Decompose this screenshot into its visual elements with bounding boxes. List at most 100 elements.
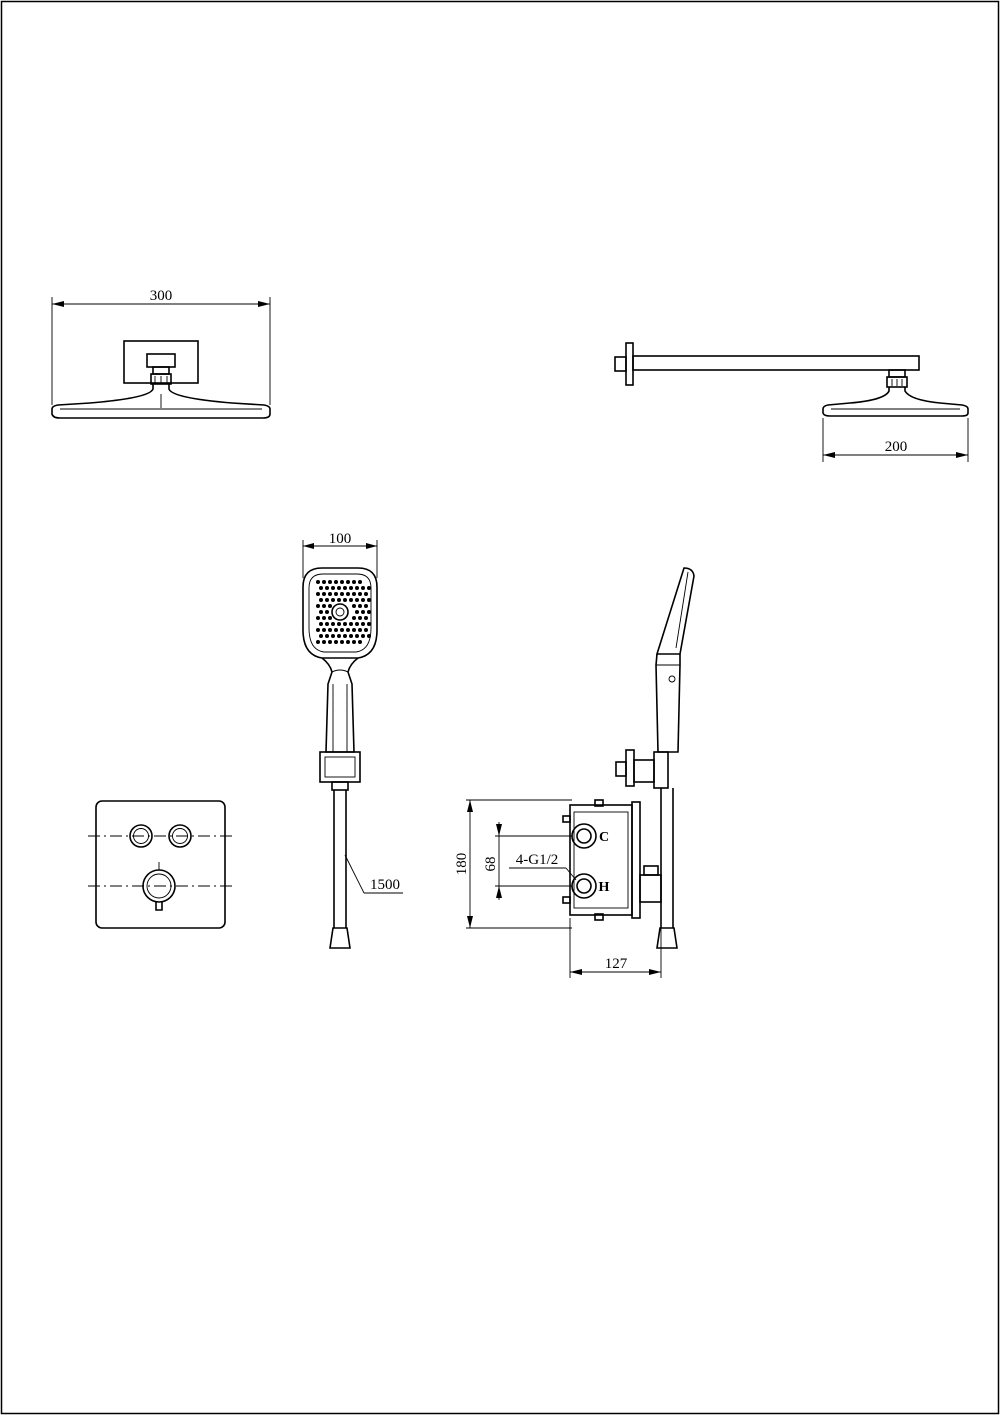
dim-arm-depth: 200 bbox=[885, 439, 908, 455]
spray-nozzle bbox=[337, 598, 341, 602]
spray-nozzle bbox=[340, 628, 344, 632]
spray-nozzle bbox=[358, 616, 362, 620]
spray-nozzle bbox=[346, 628, 350, 632]
spray-nozzle bbox=[358, 640, 362, 644]
spray-nozzle bbox=[328, 592, 332, 596]
spray-nozzle bbox=[328, 580, 332, 584]
spray-nozzle bbox=[334, 628, 338, 632]
spray-nozzle bbox=[352, 580, 356, 584]
spray-nozzle bbox=[361, 634, 365, 638]
dim-overhead-width: 300 bbox=[150, 288, 173, 304]
spray-nozzle bbox=[361, 586, 365, 590]
spray-nozzle bbox=[358, 604, 362, 608]
spray-nozzle bbox=[367, 598, 371, 602]
spray-nozzle bbox=[316, 604, 320, 608]
push-button-right bbox=[168, 824, 192, 848]
spray-nozzle bbox=[343, 586, 347, 590]
spray-nozzle bbox=[355, 622, 359, 626]
spray-nozzle bbox=[331, 598, 335, 602]
spray-nozzle bbox=[328, 628, 332, 632]
spray-nozzle bbox=[319, 598, 323, 602]
spray-nozzle bbox=[367, 610, 371, 614]
spray-nozzle bbox=[325, 598, 329, 602]
spray-nozzle bbox=[334, 592, 338, 596]
spray-nozzle bbox=[355, 634, 359, 638]
spray-nozzle bbox=[319, 622, 323, 626]
spray-nozzle bbox=[334, 640, 338, 644]
spray-nozzle bbox=[346, 592, 350, 596]
spray-nozzle bbox=[349, 598, 353, 602]
spray-nozzle bbox=[367, 586, 371, 590]
spray-nozzle bbox=[337, 634, 341, 638]
spray-nozzle bbox=[349, 586, 353, 590]
spray-nozzle bbox=[361, 598, 365, 602]
spray-nozzle bbox=[325, 634, 329, 638]
spray-nozzle bbox=[352, 616, 356, 620]
spray-nozzle bbox=[331, 622, 335, 626]
spray-nozzle bbox=[355, 610, 359, 614]
hot-inlet-mark: H bbox=[599, 880, 610, 895]
spray-nozzle bbox=[328, 640, 332, 644]
spray-nozzle bbox=[346, 640, 350, 644]
spray-nozzle bbox=[343, 598, 347, 602]
spray-nozzle bbox=[322, 628, 326, 632]
spray-nozzle bbox=[340, 580, 344, 584]
spray-nozzle bbox=[364, 628, 368, 632]
dim-hand-shower-width: 100 bbox=[329, 531, 352, 547]
spray-nozzles bbox=[316, 580, 371, 644]
spray-nozzle bbox=[322, 592, 326, 596]
spray-nozzle bbox=[325, 610, 329, 614]
overhead-shower-side-view: 200 bbox=[614, 342, 969, 462]
spray-nozzle bbox=[367, 634, 371, 638]
spray-nozzle bbox=[352, 628, 356, 632]
spray-nozzle bbox=[349, 634, 353, 638]
spray-nozzle bbox=[331, 634, 335, 638]
dim-hose-length: 1500 bbox=[370, 877, 400, 893]
spray-nozzle bbox=[322, 580, 326, 584]
spray-nozzle bbox=[343, 634, 347, 638]
dim-inlet-spacing: 68 bbox=[483, 857, 499, 872]
spray-nozzle bbox=[316, 592, 320, 596]
valve-side-view: C H 180 68 4-G1/2 127 bbox=[454, 567, 695, 978]
spray-nozzle bbox=[358, 592, 362, 596]
spray-nozzle bbox=[319, 586, 323, 590]
cold-inlet-mark: C bbox=[599, 830, 609, 845]
control-panel-front-view bbox=[88, 800, 232, 929]
spray-nozzle bbox=[352, 592, 356, 596]
spray-nozzle bbox=[358, 580, 362, 584]
spray-nozzle bbox=[352, 640, 356, 644]
overhead-shower-front-view: 300 bbox=[51, 288, 271, 419]
spray-nozzle bbox=[340, 640, 344, 644]
spray-nozzle bbox=[361, 610, 365, 614]
spray-nozzle bbox=[361, 622, 365, 626]
spray-nozzle bbox=[322, 640, 326, 644]
spray-nozzle bbox=[352, 604, 356, 608]
spray-nozzle bbox=[328, 604, 332, 608]
spray-nozzle bbox=[325, 622, 329, 626]
spray-nozzle bbox=[355, 598, 359, 602]
push-button-left bbox=[129, 824, 153, 848]
spray-nozzle bbox=[316, 628, 320, 632]
spray-nozzle bbox=[355, 586, 359, 590]
spray-nozzle bbox=[346, 580, 350, 584]
spray-nozzle bbox=[343, 622, 347, 626]
spray-nozzle bbox=[349, 622, 353, 626]
spray-nozzle bbox=[319, 610, 323, 614]
spray-nozzle bbox=[367, 622, 371, 626]
spray-nozzle bbox=[322, 616, 326, 620]
spray-nozzle bbox=[322, 604, 326, 608]
spray-nozzle bbox=[331, 586, 335, 590]
hand-shower-front-view: 1500 100 bbox=[302, 531, 403, 949]
spray-nozzle bbox=[316, 616, 320, 620]
spray-nozzle bbox=[340, 592, 344, 596]
thermostatic-knob bbox=[142, 869, 176, 903]
spray-nozzle bbox=[334, 580, 338, 584]
spray-nozzle bbox=[364, 592, 368, 596]
spray-nozzle bbox=[325, 586, 329, 590]
spray-nozzle bbox=[316, 640, 320, 644]
spray-nozzle bbox=[337, 622, 341, 626]
spray-nozzle bbox=[364, 604, 368, 608]
spray-nozzle bbox=[319, 634, 323, 638]
